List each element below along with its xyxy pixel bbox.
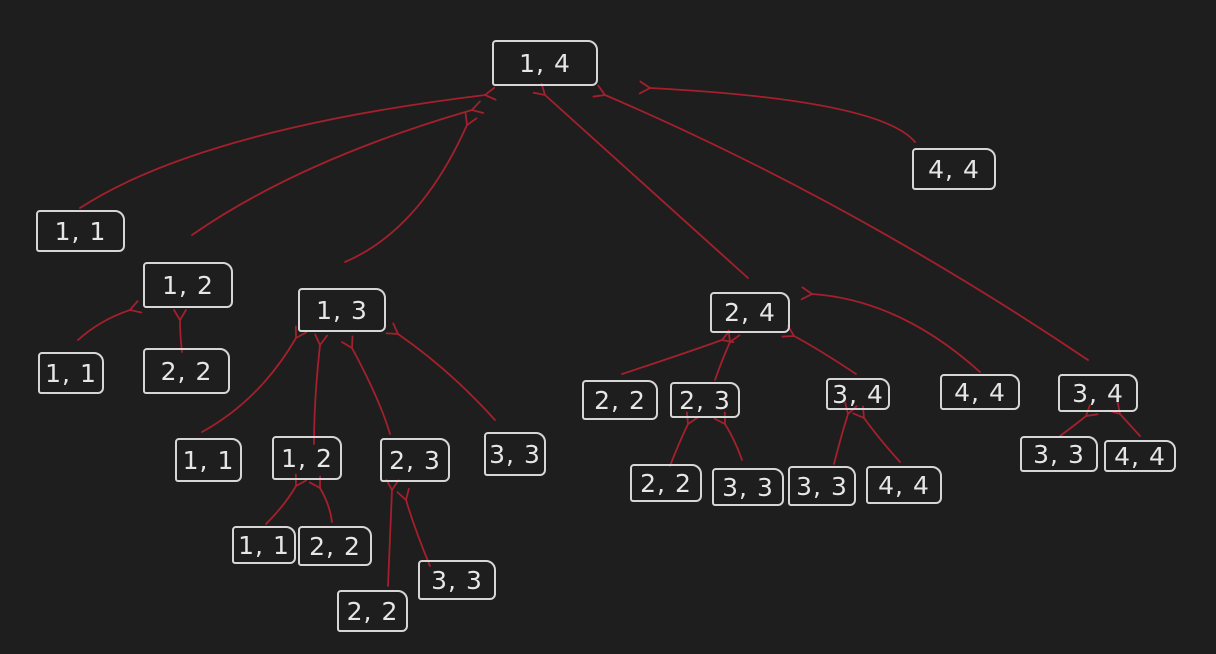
arrow-edge — [781, 325, 857, 375]
arrow-edge — [669, 411, 699, 467]
arrow-edge — [79, 86, 497, 209]
node-4-4: 4, 4 — [940, 374, 1020, 410]
arrow-edge — [1059, 404, 1099, 437]
node-1-1: 1, 1 — [38, 352, 104, 394]
arrow-edge — [344, 112, 478, 263]
arrow-edge — [201, 325, 308, 433]
arrow-edge — [592, 84, 1089, 361]
node-2-2: 2, 2 — [630, 464, 702, 502]
arrow-edge — [621, 330, 735, 375]
arrow-edge — [265, 473, 308, 525]
node-1-1: 1, 1 — [175, 438, 242, 482]
node-4-4: 4, 4 — [866, 466, 942, 504]
node-2-3: 2, 3 — [670, 382, 740, 418]
arrow-edge — [396, 487, 431, 567]
arrow-edge — [638, 80, 916, 143]
node-1-2: 1, 2 — [143, 262, 233, 308]
arrow-edge — [385, 478, 400, 587]
node-2-2: 2, 2 — [337, 590, 408, 632]
node-3-3: 3, 3 — [788, 466, 856, 506]
node-1-2: 1, 2 — [272, 436, 342, 480]
arrow-edge — [852, 405, 901, 463]
node-2-4: 2, 4 — [710, 292, 790, 333]
node-3-3: 3, 3 — [1020, 436, 1098, 472]
node-3-4: 3, 4 — [1058, 374, 1138, 412]
arrow-edge — [800, 286, 981, 373]
node-3-3: 3, 3 — [418, 560, 496, 600]
arrow-edge — [77, 300, 143, 341]
node-3-3: 3, 3 — [712, 468, 784, 506]
node-3-3: 3, 3 — [484, 432, 546, 476]
node-2-2: 2, 2 — [298, 526, 372, 566]
arrow-edge — [385, 322, 496, 421]
node-2-3: 2, 3 — [380, 438, 450, 482]
arrow-edge — [714, 329, 741, 381]
node-1-4-root: 1, 4 — [492, 40, 598, 86]
arrow-edge — [532, 82, 749, 279]
node-4-4: 4, 4 — [1104, 440, 1176, 472]
arrow-edge — [308, 475, 333, 523]
node-4-4: 4, 4 — [912, 148, 996, 190]
arrow-edge — [833, 401, 858, 465]
node-2-2: 2, 2 — [143, 348, 230, 394]
node-1-1: 1, 1 — [232, 526, 296, 564]
node-3-4: 3, 4 — [826, 378, 890, 410]
arrow-edge — [1107, 401, 1141, 437]
arrow-edge — [313, 333, 328, 445]
arrow-edge — [191, 100, 485, 236]
node-1-3: 1, 3 — [298, 288, 386, 332]
arrow-edge — [713, 411, 743, 461]
arrow-edge — [341, 335, 391, 435]
node-2-2: 2, 2 — [582, 380, 658, 420]
node-1-1: 1, 1 — [36, 210, 125, 252]
